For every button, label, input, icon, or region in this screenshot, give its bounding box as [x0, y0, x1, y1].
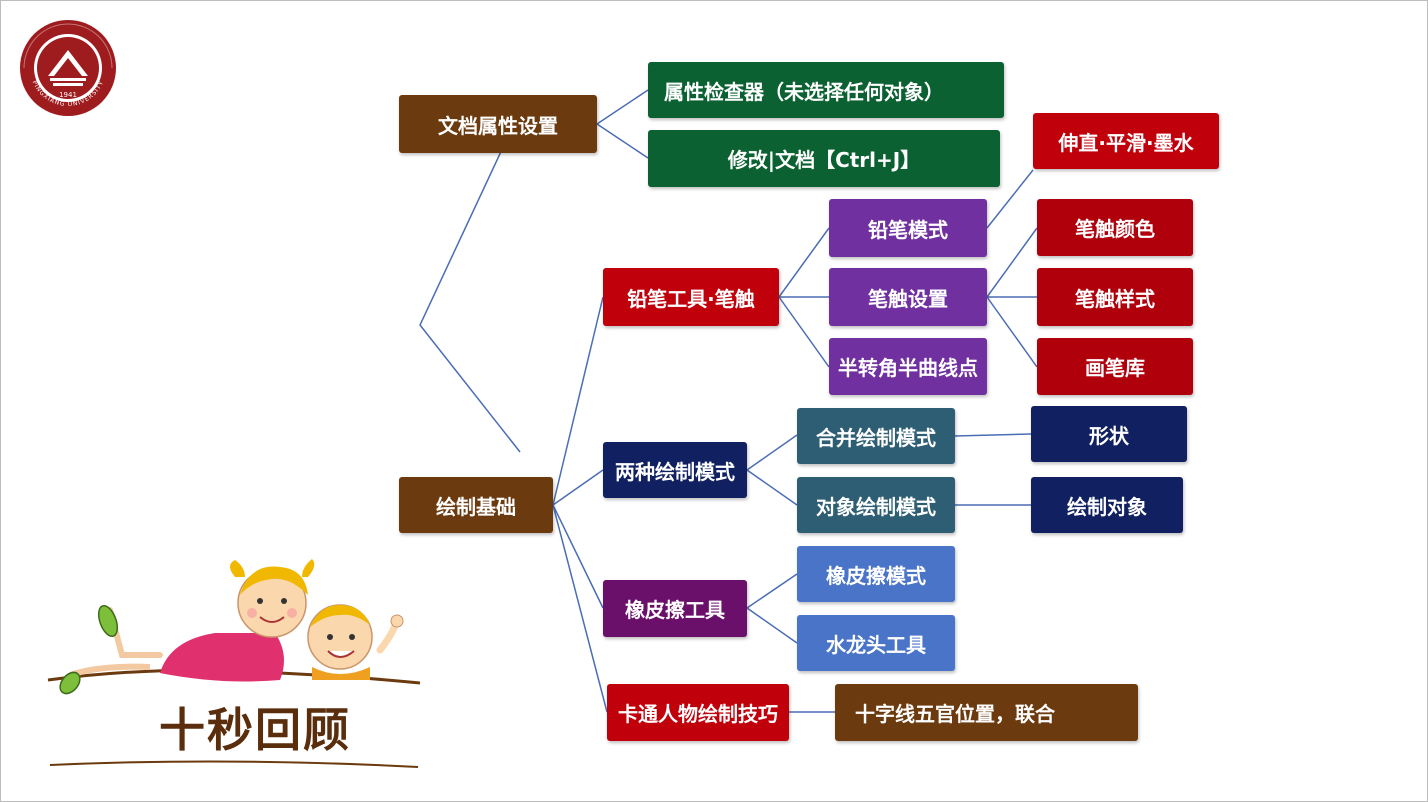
connector-mode-options	[986, 169, 1034, 229]
node-stroke-settings: 笔触设置	[829, 268, 987, 326]
node-stroke-style: 笔触样式	[1037, 268, 1193, 326]
node-cross-features: 十字线五官位置，联合	[835, 684, 1138, 741]
connector-doc-modify	[596, 123, 649, 159]
review-underline	[49, 760, 419, 768]
connector-basics-modes	[552, 469, 604, 506]
node-eraser-tool: 橡皮擦工具	[603, 580, 747, 637]
node-pencil-tool: 铅笔工具·笔触	[603, 268, 779, 326]
connector-modes-object	[746, 469, 798, 506]
node-half-corner-points: 半转角半曲线点	[829, 338, 987, 395]
node-property-inspector: 属性检查器（未选择任何对象）	[648, 62, 1004, 118]
university-seal-icon: 1941 PINGXIANG UNIVERSITY	[18, 18, 118, 118]
node-stroke-color: 笔触颜色	[1037, 199, 1193, 256]
review-title: 十秒回顾	[159, 703, 351, 757]
node-doc-settings: 文档属性设置	[399, 95, 597, 153]
node-brush-library: 画笔库	[1037, 338, 1193, 395]
node-shape: 形状	[1031, 406, 1187, 462]
connector-pencil-mode	[778, 227, 830, 298]
node-object-mode: 对象绘制模式	[797, 477, 955, 533]
node-drawing-basics: 绘制基础	[399, 477, 553, 533]
node-cartoon-tips: 卡通人物绘制技巧	[607, 684, 789, 741]
node-draw-object: 绘制对象	[1031, 477, 1183, 533]
connector-merge-shape	[954, 433, 1032, 437]
connector-stroke-library	[986, 296, 1038, 368]
seal-year-text: 1941	[59, 91, 77, 99]
connector-pencil-half	[778, 296, 830, 368]
connector-eraser-mode	[746, 573, 798, 609]
node-pencil-mode: 铅笔模式	[829, 199, 987, 257]
node-faucet-tool: 水龙头工具	[797, 615, 955, 671]
connector-modes-merge	[746, 434, 798, 471]
connector-eraser-faucet	[746, 607, 798, 644]
node-modify-doc: 修改|文档【Ctrl+J】	[648, 130, 1000, 187]
connector-stroke-color	[986, 227, 1038, 298]
connector-basics-pencil	[552, 296, 604, 506]
connector-basics-cartoon	[552, 504, 608, 713]
connector-doc-inspector	[596, 89, 649, 125]
cartoon-kids-icon	[47, 559, 421, 695]
node-merge-mode: 合并绘制模式	[797, 408, 955, 464]
connector-doc-basics	[419, 127, 521, 453]
node-eraser-mode: 橡皮擦模式	[797, 546, 955, 602]
university-seal-year: 1941 PINGXIANG UNIVERSITY	[18, 18, 118, 118]
connector-basics-eraser	[552, 504, 604, 609]
node-two-modes: 两种绘制模式	[603, 442, 747, 498]
node-pencil-mode-options: 伸直·平滑·墨水	[1033, 113, 1219, 169]
